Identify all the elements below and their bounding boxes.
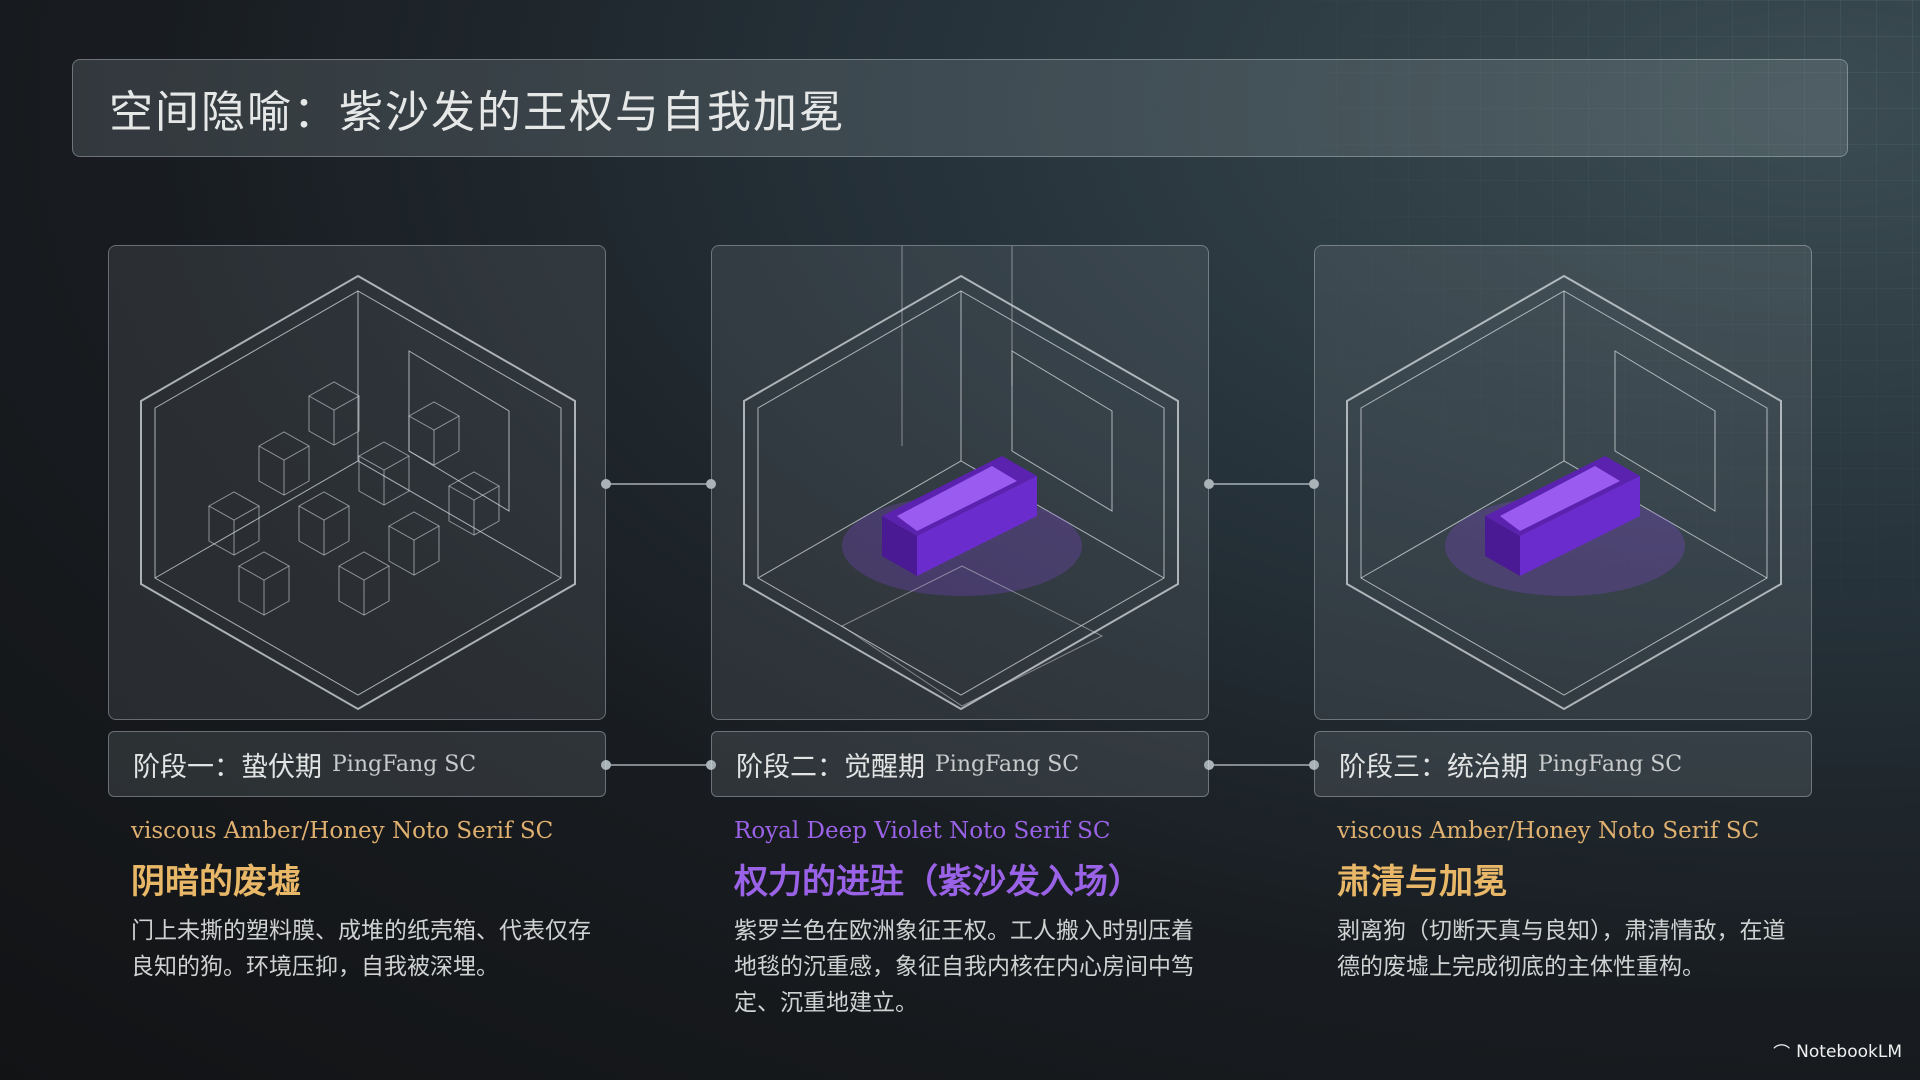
connector-line — [606, 764, 711, 766]
stage-2-label: 阶段二：觉醒期 PingFang SC — [711, 731, 1209, 797]
stage-subtitle: viscous Amber/Honey Noto Serif SC — [1337, 818, 1760, 844]
connector-dot — [1204, 479, 1214, 489]
connector-dot — [706, 479, 716, 489]
stage-heading: 肃清与加冕 — [1337, 862, 1507, 902]
room-sofa-arrival-image — [743, 246, 1179, 711]
stage-heading: 权力的进驻（紫沙发入场） — [734, 862, 1142, 902]
stage-label-font: PingFang SC — [1538, 751, 1683, 777]
stage-2-description: Royal Deep Violet Noto Serif SC 权力的进驻（紫沙… — [734, 818, 1234, 1021]
cardboard-boxes-icon — [207, 381, 501, 616]
stage-3-illustration — [1314, 245, 1812, 720]
room-sofa-alone-image — [1346, 274, 1782, 711]
stage-label-text: 阶段二：觉醒期 — [736, 751, 925, 783]
purple-sofa-icon — [842, 456, 1082, 596]
background-grid — [1120, 0, 1920, 700]
stage-1-label: 阶段一：蛰伏期 PingFang SC — [108, 731, 606, 797]
page-title: 空间隐喻：紫沙发的王权与自我加冕 — [109, 87, 845, 138]
stage-label-font: PingFang SC — [935, 751, 1080, 777]
stage-subtitle: viscous Amber/Honey Noto Serif SC — [131, 818, 554, 844]
stage-subtitle: Royal Deep Violet Noto Serif SC — [734, 818, 1111, 844]
stage-label-text: 阶段三：统治期 — [1339, 751, 1528, 783]
stage-2-illustration — [711, 245, 1209, 720]
purple-sofa-icon — [1445, 456, 1685, 596]
stage-body: 剥离狗（切断天真与良知），肃清情敌，在道德的废墟上完成彻底的主体性重构。 — [1337, 918, 1786, 980]
connector-line — [606, 483, 711, 485]
stage-label-text: 阶段一：蛰伏期 — [133, 751, 322, 783]
connector-line — [1209, 483, 1314, 485]
notebooklm-logo-icon: ⌒ — [1773, 1044, 1791, 1064]
stage-1-description: viscous Amber/Honey Noto Serif SC 阴暗的废墟 … — [131, 818, 631, 985]
connector-dot — [1309, 760, 1319, 770]
brand-name: NotebookLM — [1796, 1041, 1902, 1062]
stage-body: 门上未撕的塑料膜、成堆的纸壳箱、代表仅存良知的狗。环境压抑，自我被深埋。 — [131, 918, 591, 980]
stage-body: 紫罗兰色在欧洲象征王权。工人搬入时别压着地毯的沉重感，象征自我内核在内心房间中笃… — [734, 918, 1194, 1016]
connector-dot — [706, 760, 716, 770]
stage-3-label: 阶段三：统治期 PingFang SC — [1314, 731, 1812, 797]
brand-watermark: ⌒NotebookLM — [1773, 1039, 1902, 1065]
title-bar: 空间隐喻：紫沙发的王权与自我加冕 — [72, 59, 1848, 157]
stage-label-font: PingFang SC — [332, 751, 477, 777]
stage-heading: 阴暗的废墟 — [131, 862, 301, 902]
stage-3-description: viscous Amber/Honey Noto Serif SC 肃清与加冕 … — [1337, 818, 1837, 985]
connector-dot — [601, 479, 611, 489]
connector-dot — [1204, 760, 1214, 770]
connector-dot — [601, 760, 611, 770]
connector-dot — [1309, 479, 1319, 489]
room-cluttered-image — [140, 274, 576, 711]
stage-1-illustration — [108, 245, 606, 720]
hoist-ropes-icon — [841, 246, 1104, 707]
connector-line — [1209, 764, 1314, 766]
